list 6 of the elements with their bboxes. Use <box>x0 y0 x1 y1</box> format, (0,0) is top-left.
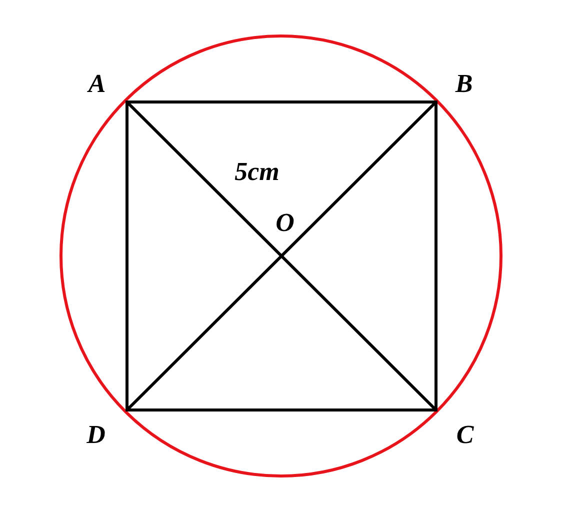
length-label: 5cm <box>234 159 280 185</box>
vertex-label: D <box>86 422 106 448</box>
vertex-label: A <box>88 71 106 97</box>
vertex-label: C <box>456 422 474 448</box>
vertex-label: B <box>455 71 473 97</box>
center-label: O <box>276 210 294 236</box>
